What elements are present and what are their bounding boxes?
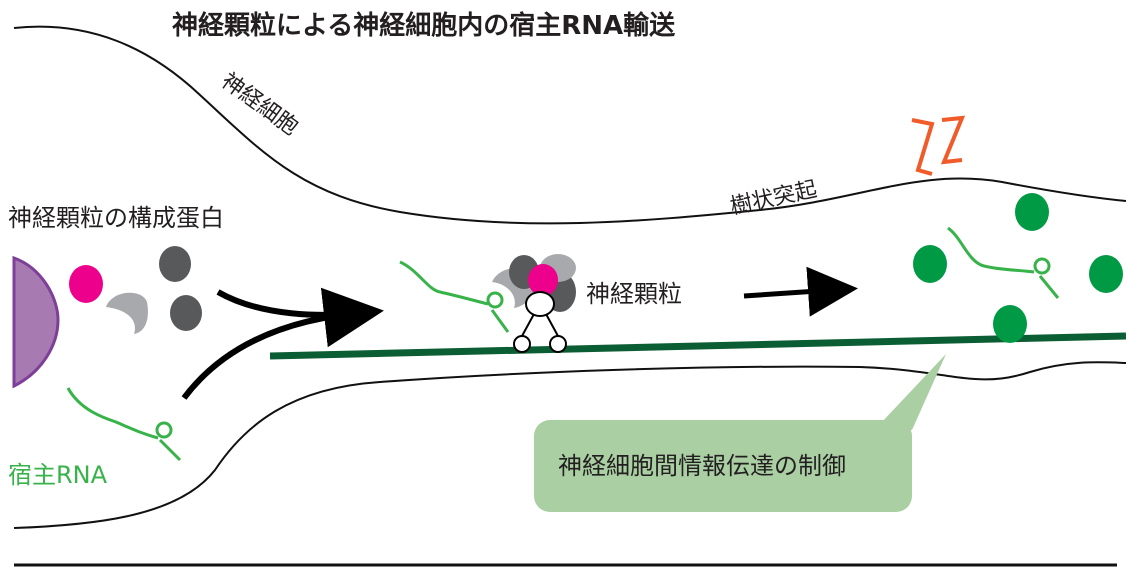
granule-magenta-core [528,264,558,296]
dark-gray-protein-top [159,246,191,282]
granule-protein-components [69,246,202,334]
granule-proteins-label: 神経顆粒の構成蛋白 [8,204,224,232]
released-protein-1 [1015,193,1049,231]
motor-protein-head [525,291,555,317]
released-protein-2 [913,245,947,283]
released-rna-strand [947,226,1060,299]
neuron-lower-membrane [13,361,1126,529]
motor-leg-left [521,313,535,337]
neuron-upper-membrane [13,25,1126,225]
signal-zigzag-icon [911,115,966,176]
nucleus [12,255,60,389]
transport-arrow [743,266,858,317]
magenta-protein [69,265,103,303]
released-protein-3 [1089,255,1123,293]
arrow-from-rna [181,309,373,400]
callout-box [534,420,912,512]
neural-granule [492,254,576,353]
released-protein-4 [993,305,1027,343]
light-gray-crescent-protein [106,292,148,334]
diagram-title: 神経顆粒による神経細胞内の宿主RNA輸送 [172,10,675,41]
motor-leg-right [545,313,559,337]
granule-label: 神経顆粒 [586,280,682,308]
released-components [913,193,1123,343]
motor-foot-left [513,335,531,353]
callout-text: 神経細胞間情報伝達の制御 [558,452,846,480]
dark-gray-protein-bottom [170,295,202,331]
microtubule [269,332,1126,360]
neuron-label: 神経細胞 [216,69,302,141]
host-rna-strand-left [66,387,182,462]
motor-foot-right [549,335,567,353]
callout-pointer [880,354,946,430]
dendrite-label: 樹状突起 [728,177,819,220]
host-rna-label: 宿主RNA [8,461,108,489]
host-rna-strand-granule [399,260,510,333]
